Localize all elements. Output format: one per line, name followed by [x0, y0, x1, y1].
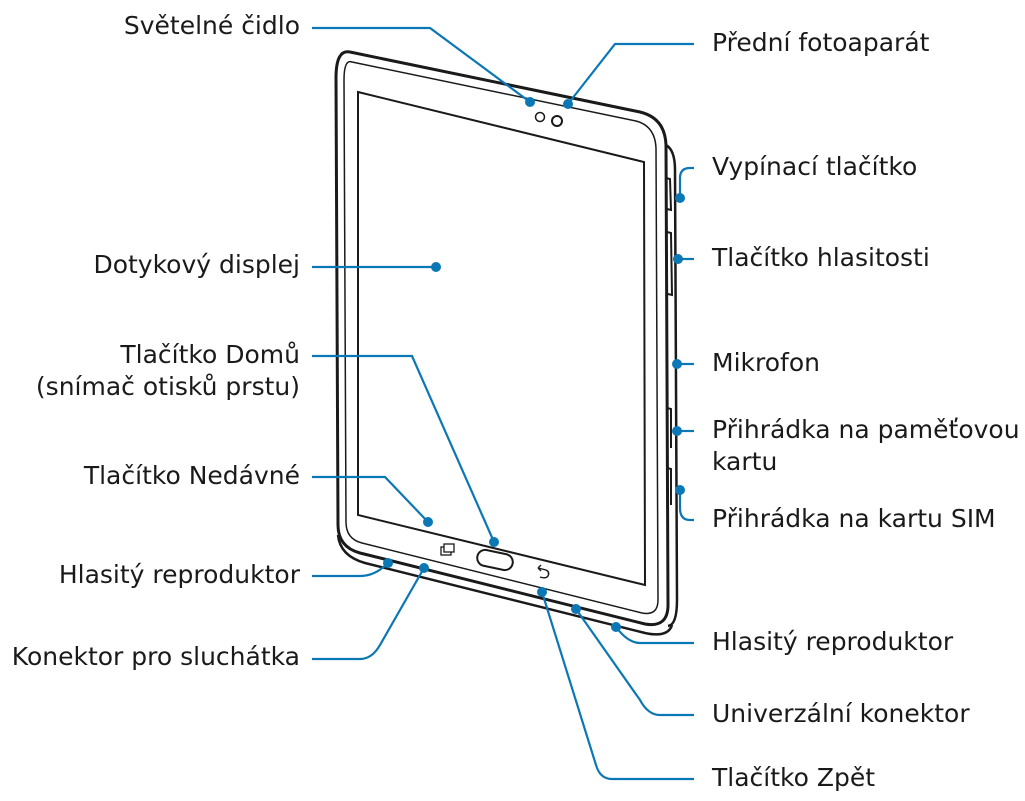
leader-front-camera	[567, 42, 694, 105]
label-front-camera: Přední fotoaparát	[712, 28, 930, 57]
leader-home-button	[312, 354, 496, 543]
leader-sim-tray	[678, 490, 694, 522]
label-home-button-line2: (snímač otisků prstu)	[35, 372, 300, 401]
label-touchscreen: Dotykový displej	[93, 250, 300, 279]
leader-speaker-right-dot	[611, 622, 621, 632]
leader-multipurpose-jack-dot	[571, 604, 581, 614]
label-memory-card-tray-line2: kartu	[712, 447, 778, 476]
leader-light-sensor	[312, 26, 531, 103]
leader-front-camera-dot	[563, 99, 573, 109]
leader-touchscreen-dot	[431, 262, 441, 272]
leader-headset-jack-dot	[419, 563, 429, 573]
label-multipurpose-jack: Univerzální konektor	[712, 699, 970, 728]
leader-speaker-left-dot	[383, 558, 393, 568]
tablet-side-edge	[665, 143, 679, 628]
leader-headset-jack	[312, 567, 425, 661]
label-home-button-line1: Tlačítko Domů	[120, 340, 300, 369]
leader-sim-tray-dot	[675, 485, 685, 495]
leader-back-button	[540, 591, 694, 781]
leader-volume-button-dot	[673, 254, 683, 264]
recent-apps-icon	[440, 543, 455, 556]
leader-multipurpose-jack	[575, 608, 694, 717]
label-back-button: Tlačítko Zpět	[712, 763, 876, 792]
memory-card-tray-icon	[666, 407, 672, 448]
leader-microphone-dot	[672, 359, 682, 369]
leader-memory-card-tray-dot	[672, 426, 682, 436]
label-power-button: Vypínací tlačítko	[712, 152, 918, 181]
leader-back-button-dot	[537, 587, 547, 597]
label-light-sensor: Světelné čidlo	[123, 11, 300, 40]
label-sim-tray: Přihrádka na kartu SIM	[712, 504, 996, 533]
label-recent-button: Tlačítko Nedávné	[83, 461, 300, 490]
tablet-bottom-edge	[336, 534, 674, 636]
leader-power-button-dot	[675, 193, 685, 203]
tablet-inner-bezel	[343, 60, 659, 615]
leader-home-button-dot	[489, 537, 499, 547]
label-headset-jack: Konektor pro sluchátka	[11, 642, 300, 671]
touchscreen-area	[357, 90, 647, 587]
leader-recent-button-dot	[423, 517, 433, 527]
label-memory-card-tray-line1: Přihrádka na paměťovou	[712, 415, 1020, 444]
power-button-icon	[665, 177, 673, 212]
leader-power-button	[678, 166, 694, 198]
volume-button-icon	[666, 231, 674, 297]
sim-tray-icon	[666, 467, 672, 505]
leader-recent-button	[312, 475, 429, 523]
label-microphone: Mikrofon	[712, 348, 820, 377]
label-volume-button: Tlačítko hlasitosti	[712, 243, 930, 272]
leader-light-sensor-dot	[525, 97, 535, 107]
back-icon	[537, 564, 550, 579]
light-sensor-icon	[534, 111, 546, 123]
label-speaker-right: Hlasitý reproduktor	[712, 627, 954, 656]
front-camera-icon	[551, 115, 563, 127]
home-button-icon	[476, 548, 514, 572]
label-speaker-left: Hlasitý reproduktor	[58, 560, 300, 589]
